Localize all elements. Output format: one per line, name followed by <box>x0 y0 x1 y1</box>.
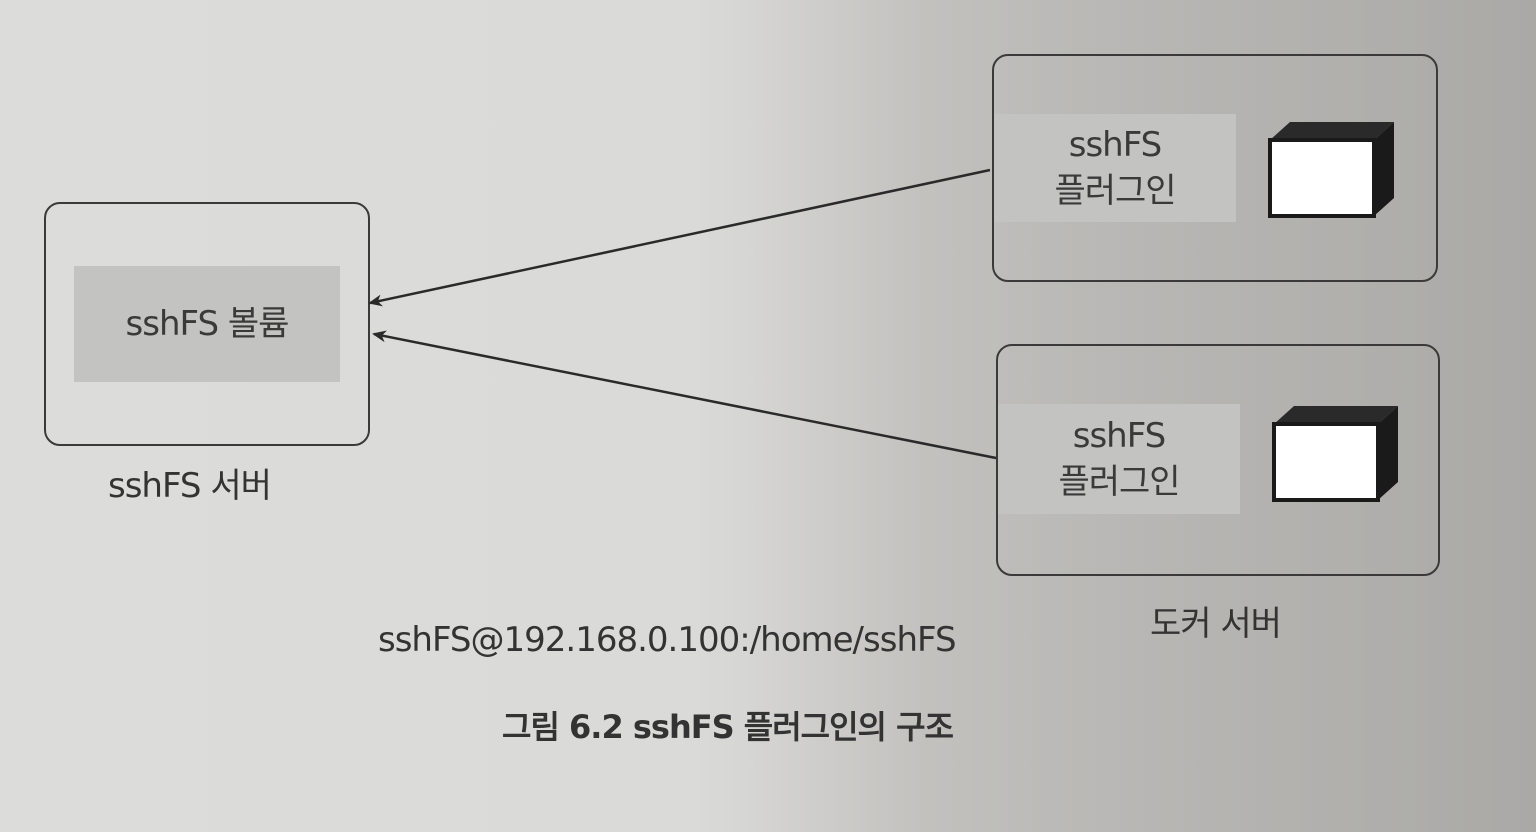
cube-icon <box>1268 122 1394 218</box>
sshfs-volume-label: sshFS 볼륨 <box>74 266 340 382</box>
sshfs-plugin-label-top: sshFS 플러그인 <box>994 114 1236 222</box>
plugin-top-line2: 플러그인 <box>1054 171 1176 211</box>
cube-icon <box>1272 406 1398 502</box>
docker-server-caption: 도커 서버 <box>1150 604 1282 644</box>
plugin-bottom-line2: 플러그인 <box>1058 462 1180 502</box>
plugin-bottom-line1: sshFS <box>1072 416 1167 456</box>
sshfs-plugin-label-bottom: sshFS 플러그인 <box>998 404 1240 514</box>
sshfs-server-box <box>44 202 370 446</box>
arrow-plugin-bottom-to-volume <box>372 330 997 460</box>
sshfs-volume-text: sshFS 볼륨 <box>125 304 290 344</box>
figure-caption: 그림 6.2 sshFS 플러그인의 구조 <box>502 708 954 746</box>
docker-server-box-bottom <box>996 344 1440 576</box>
plugin-top-line1: sshFS <box>1068 125 1163 165</box>
sshfs-path-text: sshFS@192.168.0.100:/home/sshFS <box>378 620 957 660</box>
arrow-plugin-top-to-volume <box>368 168 991 307</box>
docker-server-box-top <box>992 54 1438 282</box>
sshfs-server-caption: sshFS 서버 <box>108 466 272 506</box>
